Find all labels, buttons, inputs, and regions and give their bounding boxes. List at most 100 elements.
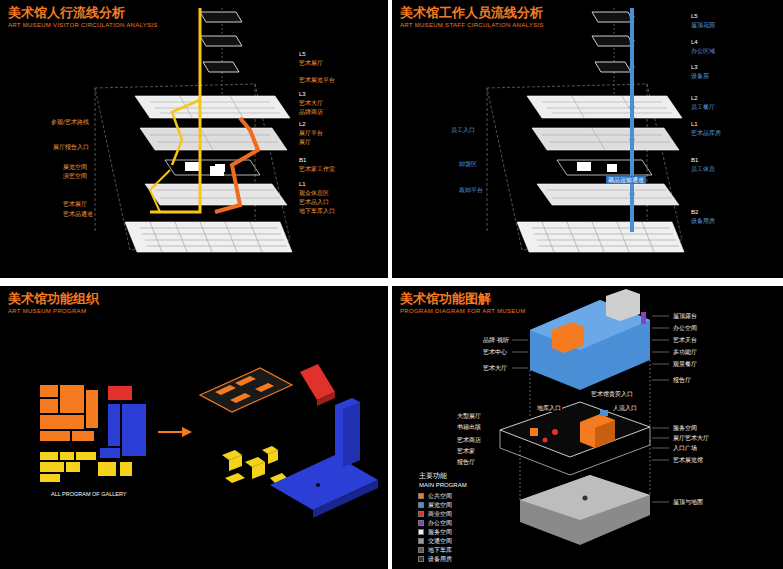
figure-g xyxy=(40,385,98,441)
callout-label: 艺术大厅 xyxy=(298,99,324,107)
legend-text: 办公空间 xyxy=(428,519,452,527)
legend-item: 办公空间 xyxy=(418,519,452,527)
callout-label: L2 xyxy=(690,94,699,102)
callout-label: 品牌·视听 xyxy=(482,336,510,344)
legend-text: 展览空间 xyxy=(428,501,452,509)
panel-title: 美术馆功能组织 xyxy=(8,291,99,306)
figure-line xyxy=(160,198,280,199)
figure-circle xyxy=(630,192,635,197)
figure-line xyxy=(512,352,528,353)
callout-label: L1 xyxy=(690,120,699,128)
callout-label: 艺术家工作室 xyxy=(298,165,336,173)
figure-line xyxy=(652,502,669,503)
callout-label: 艺术馆贵宾入口 xyxy=(590,390,634,398)
figure-polygon xyxy=(140,128,287,150)
callout-label: 艺术商店 xyxy=(456,436,482,444)
figure-line xyxy=(650,440,651,495)
figure-rect xyxy=(108,404,120,446)
figure-polygon xyxy=(165,160,260,175)
callout-label: B1 xyxy=(298,156,307,164)
callout-label: 服务空间 xyxy=(672,424,698,432)
figure-rect xyxy=(641,312,646,324)
figure-circle xyxy=(630,15,635,20)
figure-line xyxy=(512,368,528,369)
callout-label: B2 xyxy=(690,208,699,216)
callout-label: 屋顶露台 xyxy=(672,312,698,320)
legend-item: 地下车库 xyxy=(418,546,452,554)
figure-circle xyxy=(630,65,635,70)
callout-label: 藏品运输通道 xyxy=(606,176,646,184)
callout-label: 报告厅 xyxy=(672,376,692,384)
callout-label: 多功能厅 xyxy=(672,348,698,356)
figure-polygon xyxy=(520,475,650,520)
callout-label: 艺术天台 xyxy=(672,336,698,344)
legend-text: 公共空间 xyxy=(428,492,452,500)
figure-polygon xyxy=(268,450,278,464)
figure-polygon xyxy=(313,480,378,518)
figure-line xyxy=(652,428,669,429)
callout-label: 办公空间 xyxy=(672,324,698,332)
callout-label: 展厅艺术大厅 xyxy=(672,434,710,442)
figure-rect xyxy=(0,0,388,278)
figure-line xyxy=(512,340,528,341)
figure-g xyxy=(100,404,146,458)
figure-polygon xyxy=(135,96,290,118)
figure-circle xyxy=(630,105,635,110)
legend-swatch xyxy=(418,502,424,508)
callout-label: L3 xyxy=(298,90,307,98)
figure-rect xyxy=(72,431,94,441)
figure-rect xyxy=(40,385,58,397)
figure-g xyxy=(512,316,669,502)
figure-polygon xyxy=(595,420,615,448)
figure-polygon xyxy=(200,36,242,46)
figure-line xyxy=(652,438,669,439)
figure-rect xyxy=(40,462,64,472)
callout-label: 参观/艺术路线 xyxy=(50,118,90,126)
figure-line xyxy=(158,142,278,143)
figure-rect xyxy=(40,452,58,460)
callout-label: 观众休息区 xyxy=(298,189,330,197)
figure-circle xyxy=(630,39,635,44)
figure-line xyxy=(530,370,531,418)
figure-rect xyxy=(120,462,132,476)
callout-label: B1 xyxy=(690,156,699,164)
legend-item: 设备用房 xyxy=(418,555,452,563)
figure-line xyxy=(650,360,651,426)
figure-circle xyxy=(552,429,558,435)
callout-label: 展厅平台 xyxy=(298,129,324,137)
legend-swatch xyxy=(418,520,424,526)
figure-polygon xyxy=(606,289,640,321)
panel-title: 美术馆工作人员流线分析 xyxy=(400,5,543,20)
legend-text: 设备用房 xyxy=(428,555,452,563)
figure-rect xyxy=(66,462,80,472)
figure-circle xyxy=(316,483,320,487)
figure-line xyxy=(155,190,275,191)
callout-label: 屋顶花园 xyxy=(690,21,716,29)
figure-line xyxy=(652,448,669,449)
callout-label: 主要功能 xyxy=(418,472,448,480)
figure-polygon xyxy=(235,376,256,386)
panel-title: 美术馆功能图解 xyxy=(400,291,491,306)
callout-label: 员工入口 xyxy=(450,126,476,134)
figure-polygon xyxy=(335,398,360,467)
panel-subtitle: ART MUSEUM PROGRAM xyxy=(8,308,86,315)
legend-swatch xyxy=(418,493,424,499)
figure-g xyxy=(215,376,274,403)
callout-label: 员工餐厅 xyxy=(690,103,716,111)
figure-rect xyxy=(530,428,538,436)
figure-rect xyxy=(40,431,70,441)
figure-polygon xyxy=(182,427,192,437)
panel-subtitle: ART MUSEUM VISITOR CIRCULATION ANALYSIS xyxy=(8,22,158,29)
figure-g xyxy=(95,8,292,252)
figure-line xyxy=(652,316,669,317)
figure-polygon xyxy=(145,184,287,205)
callout-label: 设备用房 xyxy=(690,217,716,225)
figure-polygon xyxy=(520,475,650,545)
callout-label: 屋顶与地面 xyxy=(672,498,704,506)
callout-label: 书籍出版 xyxy=(456,423,482,431)
figure-polygon xyxy=(229,455,242,471)
figure-polygon xyxy=(343,402,360,467)
figure-line xyxy=(652,364,669,365)
legend-item: 服务空间 xyxy=(418,528,452,536)
